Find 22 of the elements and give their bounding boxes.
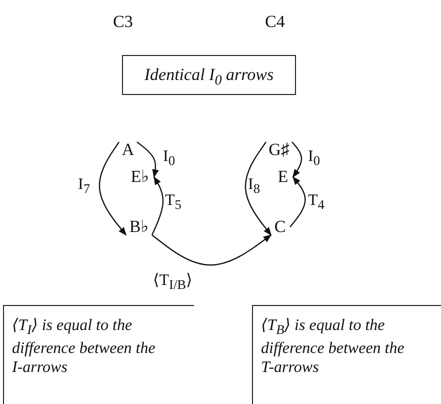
note-name: G♯ (266, 140, 292, 160)
arrow (98, 142, 127, 236)
note-name: E♭ (127, 167, 153, 187)
arrow (151, 176, 164, 236)
note-name: E (274, 167, 292, 187)
note-name: B♭ (126, 217, 152, 237)
edge-label: I$_{8}$ (248, 176, 260, 198)
note-text: ⟨T$_{I}$⟩ is equal to the difference between the I-arrows (11, 316, 156, 378)
box-title: Identical I$_{0}$ arrows (143, 64, 275, 90)
note-box (3, 305, 194, 404)
octave-label: C4 (265, 12, 285, 32)
note-box (252, 305, 441, 404)
arrow (136, 142, 159, 178)
title-box (122, 55, 296, 95)
octave-label: C3 (113, 12, 133, 32)
arrow (152, 234, 272, 266)
note-text: ⟨T$_{B}$⟩ is equal to the difference between the T-arrows (260, 316, 406, 378)
note-name: C (271, 217, 289, 237)
note-name: A (119, 140, 137, 160)
arrow (290, 176, 306, 228)
arrow (292, 142, 302, 178)
arrow (244, 142, 272, 236)
